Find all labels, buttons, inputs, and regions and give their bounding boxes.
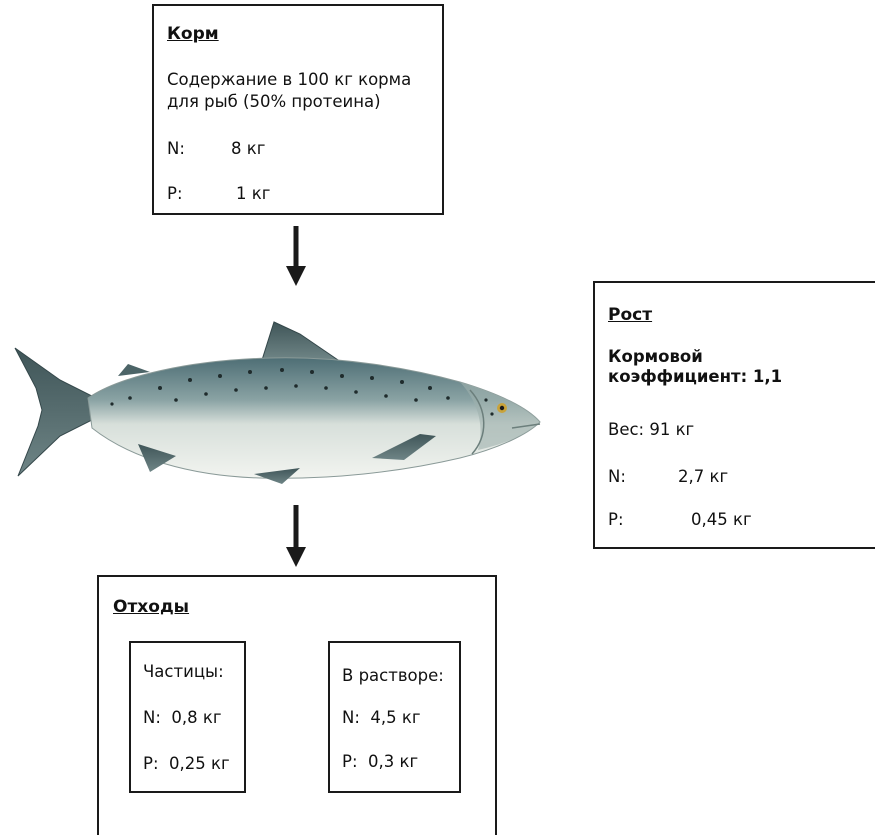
growth-weight: Вес: 91 кг	[608, 419, 694, 441]
waste-box: Отходы Частицы: N: 0,8 кг P: 0,25 кг В р…	[97, 575, 497, 835]
growth-n-value: 2,7 кг	[678, 466, 728, 488]
particles-box: Частицы: N: 0,8 кг P: 0,25 кг	[129, 641, 246, 793]
solution-box: В растворе: N: 4,5 кг P: 0,3 кг	[328, 641, 461, 793]
feed-n-value: 8 кг	[231, 138, 265, 160]
solution-label: В растворе:	[342, 665, 444, 687]
waste-title: Отходы	[113, 597, 189, 617]
feed-title: Корм	[167, 24, 219, 44]
feed-p-value: 1 кг	[236, 183, 270, 205]
particles-p: P: 0,25 кг	[143, 753, 230, 775]
feed-p-label: P:	[167, 183, 183, 205]
growth-box: Рост Кормовой коэффициент: 1,1 Вес: 91 к…	[593, 281, 875, 549]
feed-description-line1: Содержание в 100 кг корма	[167, 69, 411, 91]
salmon-illustration	[0, 318, 560, 498]
solution-n: N: 4,5 кг	[342, 707, 421, 729]
growth-coefficient-line1: Кормовой	[608, 346, 703, 368]
growth-title: Рост	[608, 305, 652, 325]
particles-label: Частицы:	[143, 661, 224, 683]
arrow-down-to-waste	[284, 505, 308, 569]
growth-coefficient-line2: коэффициент: 1,1	[608, 366, 782, 388]
growth-p-value: 0,45 кг	[691, 509, 752, 531]
arrow-down-to-fish	[284, 226, 308, 288]
particles-n: N: 0,8 кг	[143, 707, 222, 729]
feed-description-line2: для рыб (50% протеина)	[167, 91, 381, 113]
solution-p: P: 0,3 кг	[342, 751, 418, 773]
feed-n-label: N:	[167, 138, 185, 160]
growth-p-label: P:	[608, 509, 624, 531]
feed-box: Корм Содержание в 100 кг корма для рыб (…	[152, 4, 444, 215]
growth-n-label: N:	[608, 466, 626, 488]
